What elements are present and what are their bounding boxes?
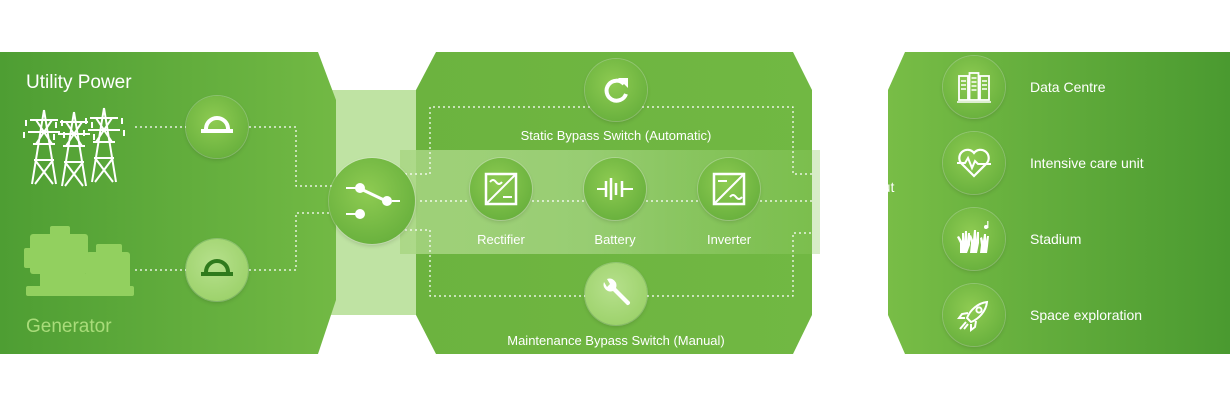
load-stadium-label: Stadium	[1030, 231, 1082, 247]
server-rack-icon	[957, 72, 991, 103]
sources-panel	[0, 52, 336, 354]
static-bypass-label: Static Bypass Switch (Automatic)	[520, 128, 712, 143]
maintenance-bypass-label: Maintenance Bypass Switch (Manual)	[507, 333, 725, 348]
generator-to-switch-line	[244, 212, 340, 271]
loads-panel	[888, 52, 1230, 354]
battery-node	[584, 158, 646, 220]
transfer-switch-icon	[346, 183, 400, 219]
refresh-icon	[604, 78, 628, 103]
static-bypass-line-left	[400, 106, 590, 175]
ups-output-line-1: UPS Output	[819, 179, 895, 195]
rocket-icon	[957, 300, 989, 332]
utility-breaker-node	[186, 96, 248, 158]
connection-lines	[135, 106, 812, 297]
breaker-closed-icon	[201, 116, 233, 133]
generator-breaker-node	[186, 239, 248, 301]
static-bypass-line-right	[642, 106, 812, 175]
load-icu-label: Intensive care unit	[1030, 155, 1144, 171]
battery-label: Battery	[594, 232, 636, 247]
rectifier-node	[470, 158, 532, 220]
load-space-label: Space exploration	[1030, 307, 1143, 323]
transfer-switch-node	[329, 158, 415, 244]
maintenance-line-right	[642, 232, 812, 297]
ups-output-line-3: Loads	[837, 213, 877, 229]
maintenance-line-left	[400, 229, 590, 297]
utility-power-label: Utility Power	[26, 72, 132, 93]
power-pylons-icon	[23, 107, 125, 187]
inverter-node	[698, 158, 760, 220]
maintenance-bypass-node	[585, 263, 647, 325]
breaker-open-icon	[201, 259, 233, 276]
rectifier-label: Rectifier	[477, 232, 525, 247]
heartbeat-icon	[957, 148, 991, 178]
load-stadium-node	[943, 208, 1005, 270]
ups-output-text: UPS Output to Critical Loads	[817, 179, 897, 230]
load-icu-node	[943, 132, 1005, 194]
static-bypass-node	[585, 59, 647, 121]
wrench-icon	[603, 278, 631, 306]
generator-icon	[24, 226, 134, 296]
ups-output-line-2: to Critical	[827, 196, 887, 212]
crowd-hands-icon	[957, 221, 989, 253]
generator-label: Generator	[26, 316, 112, 337]
utility-to-switch-line	[244, 126, 340, 187]
load-data-centre-node	[943, 56, 1005, 118]
load-data-centre-label: Data Centre	[1030, 79, 1106, 95]
inverter-icon	[712, 172, 746, 206]
battery-icon	[597, 178, 633, 200]
inverter-label: Inverter	[706, 232, 752, 247]
rectifier-icon	[484, 172, 518, 206]
load-space-node	[943, 284, 1005, 346]
